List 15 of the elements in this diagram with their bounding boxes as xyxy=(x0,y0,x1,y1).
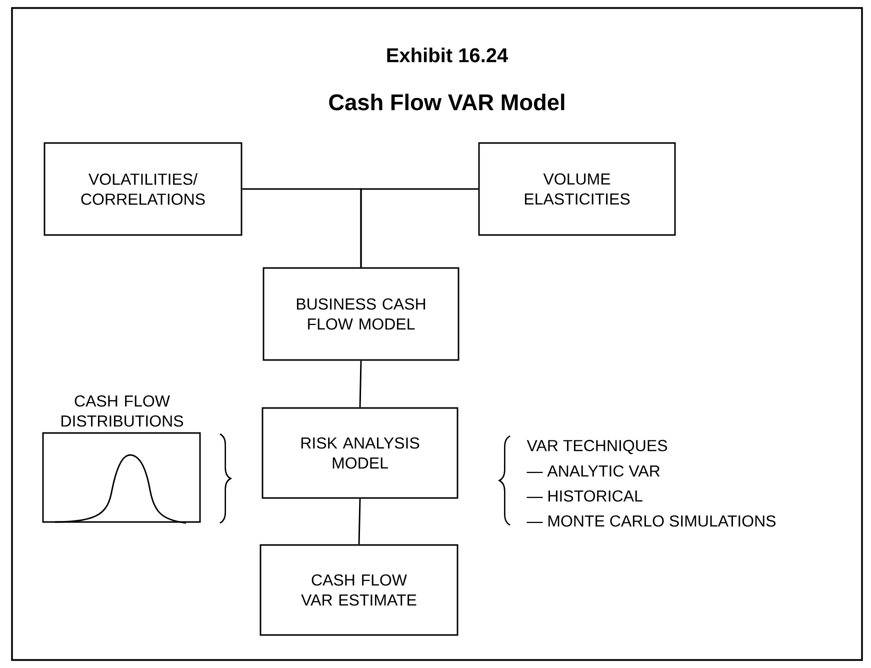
connector-line xyxy=(358,498,361,544)
list-item: VAR TECHNIQUES xyxy=(526,440,668,454)
list-item: — MONTE CARLO SIMULATIONS xyxy=(526,515,776,527)
connector-line xyxy=(360,188,478,268)
list-item: — HISTORICAL xyxy=(526,490,642,502)
connector-line xyxy=(359,360,362,408)
process-box: VOLATILITIES/ CORRELATIONS xyxy=(44,142,242,236)
process-box: VOLUME ELASTICITIES xyxy=(478,142,676,236)
process-box: CASH FLOW VAR ESTIMATE xyxy=(260,544,458,636)
chart-heading: CASH FLOW DISTRIBUTIONS xyxy=(62,395,184,427)
title: Cash Flow VAR Model xyxy=(329,94,564,110)
process-box: RISK ANALYSIS MODEL xyxy=(262,407,458,499)
exhibit-number: Exhibit 16.24 xyxy=(387,48,508,62)
list-item: — ANALYTIC VAR xyxy=(526,465,660,477)
process-box: BUSINESS CASH FLOW MODEL xyxy=(262,267,460,361)
